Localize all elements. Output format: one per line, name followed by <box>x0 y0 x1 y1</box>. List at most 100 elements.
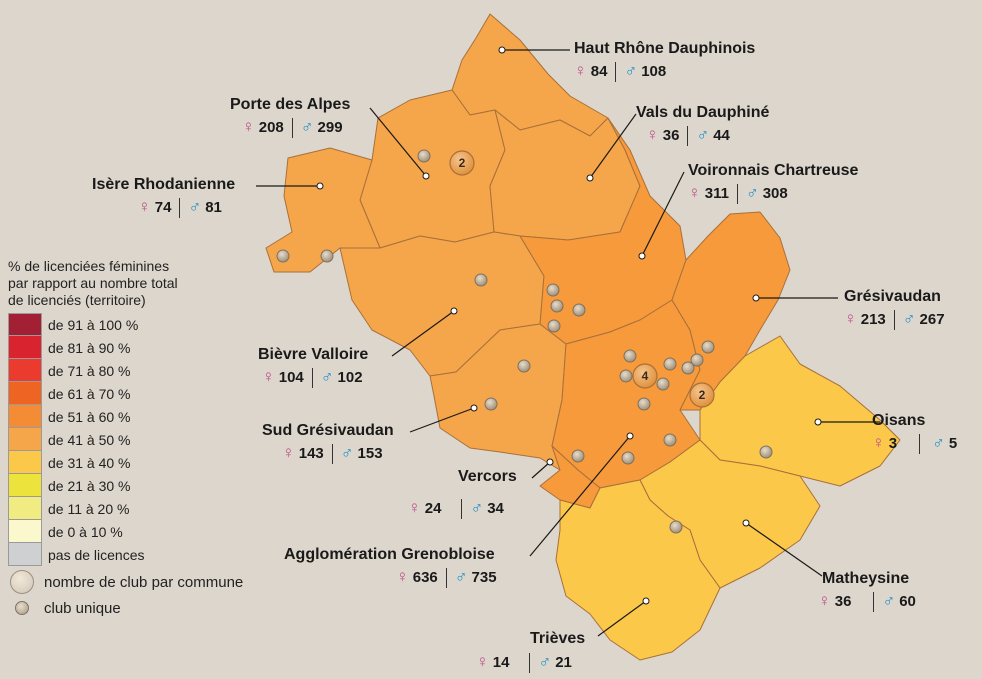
female-icon: ♀ <box>262 367 275 386</box>
female-icon: ♀ <box>476 652 489 671</box>
male-icon: ♂ <box>300 117 314 136</box>
female-icon: ♀ <box>844 309 857 328</box>
territory-stats: ♀208 ♂299 <box>242 117 350 139</box>
legend-item: pas de licences <box>8 543 308 566</box>
male-count: 735 <box>471 568 497 586</box>
legend-multi-club: nombre de club par commune <box>8 570 308 594</box>
female-count: 213 <box>860 310 886 328</box>
female-icon: ♀ <box>574 61 587 80</box>
legend-label: de 41 à 50 % <box>48 431 131 448</box>
legend-swatch <box>8 474 42 497</box>
legend-swatch <box>8 543 42 566</box>
female-icon: ♀ <box>396 567 409 586</box>
male-icon: ♂ <box>454 567 468 586</box>
territory-stats: ♀213♂267 <box>844 309 945 331</box>
legend-item: de 41 à 50 % <box>8 428 308 451</box>
territory-stats: ♀24♂34 <box>408 498 517 520</box>
territory-vals-du-dauphine: Vals du Dauphiné ♀36♂44 <box>636 104 770 147</box>
legend-swatch <box>8 359 42 382</box>
territory-name: Vals du Dauphiné <box>636 104 770 121</box>
female-icon: ♀ <box>408 498 421 517</box>
female-icon: ♀ <box>818 591 831 610</box>
legend-label: de 71 à 80 % <box>48 362 131 379</box>
legend-single-club: club unique <box>8 596 308 620</box>
male-icon: ♂ <box>932 433 945 452</box>
territory-stats: ♀36 ♂60 <box>818 591 916 613</box>
territory-trieves: Trièves ♀14♂21 <box>476 630 585 674</box>
territory-name: Bièvre Valloire <box>258 346 369 363</box>
female-count: 311 <box>704 184 729 202</box>
male-count: 81 <box>205 198 222 216</box>
legend-item: de 81 à 90 % <box>8 336 308 359</box>
legend-single-club-label: club unique <box>44 599 121 617</box>
territory-porte-des-alpes: Porte des Alpes ♀208♂299 <box>230 96 350 139</box>
territory-bievre-valloire: Bièvre Valloire ♀104♂102 <box>258 346 369 389</box>
legend-item: de 71 à 80 % <box>8 359 308 382</box>
male-count: 60 <box>899 592 916 610</box>
territory-stats: ♀36♂44 <box>646 125 769 147</box>
female-count: 143 <box>298 444 324 462</box>
territory-name: Sud Grésivaudan <box>262 422 394 439</box>
territory-agglomeration-grenobloise: Agglomération Grenobloise ♀636♂735 <box>284 546 497 589</box>
territory-stats: ♀84♂108 <box>574 61 755 83</box>
legend-swatch <box>8 405 42 428</box>
legend-label: de 0 à 10 % <box>48 523 123 540</box>
male-count: 267 <box>919 310 945 328</box>
female-count: 14 <box>492 653 510 671</box>
legend-item: de 51 à 60 % <box>8 405 308 428</box>
legend-label: pas de licences <box>48 546 145 563</box>
multi-club-count: 2 <box>699 388 706 402</box>
territory-stats: ♀14 ♂21 <box>476 652 585 674</box>
legend-swatch <box>8 382 42 405</box>
female-icon: ♀ <box>138 197 151 216</box>
male-count: 308 <box>762 184 788 202</box>
multi-club-count: 2 <box>459 156 466 170</box>
legend-item: de 0 à 10 % <box>8 520 308 543</box>
territory-name: Oisans <box>872 412 926 429</box>
female-count: 208 <box>258 118 284 136</box>
region-porte-des-alpes[interactable] <box>359 89 506 249</box>
territory-isere-rhodanienne: Isère Rhodanienne ♀74♂81 <box>92 176 235 219</box>
male-count: 153 <box>357 444 383 462</box>
female-count: 84 <box>590 62 608 80</box>
male-icon: ♂ <box>624 61 638 80</box>
male-icon: ♂ <box>696 125 710 144</box>
male-icon: ♂ <box>882 591 896 610</box>
male-count: 299 <box>317 118 343 136</box>
male-icon: ♂ <box>320 367 334 386</box>
legend-item: de 61 à 70 % <box>8 382 308 405</box>
legend-swatch <box>8 428 42 451</box>
territory-stats: ♀104♂102 <box>262 367 368 389</box>
female-icon: ♀ <box>242 117 255 136</box>
territory-oisans: Oisans ♀3♂5 <box>872 412 957 455</box>
territory-name: Grésivaudan <box>844 288 941 305</box>
legend-label: de 61 à 70 % <box>48 385 131 402</box>
territory-stats: ♀311 ♂308 <box>688 183 858 205</box>
region-vals-du-dauphine[interactable] <box>489 109 641 241</box>
female-icon: ♀ <box>688 183 701 202</box>
male-icon: ♂ <box>745 183 759 202</box>
male-icon: ♂ <box>470 498 484 517</box>
territory-voironnais-chartreuse: Voironnais Chartreuse ♀311♂308 <box>688 162 858 205</box>
single-club-icon <box>15 601 29 615</box>
territory-stats: ♀3♂5 <box>872 433 957 455</box>
territory-name: Matheysine <box>822 570 910 587</box>
legend-item: de 21 à 30 % <box>8 474 308 497</box>
female-count: 36 <box>834 592 852 610</box>
legend-label: de 91 à 100 % <box>48 316 139 333</box>
territory-sud-gresivaudan: Sud Grésivaudan ♀143♂153 <box>262 422 394 465</box>
territory-stats: ♀74♂81 <box>138 197 235 219</box>
legend-label: de 11 à 20 % <box>48 500 130 517</box>
territory-matheysine: Matheysine ♀36 ♂60 <box>818 570 916 613</box>
territory-stats: ♀636♂735 <box>396 567 497 589</box>
multi-clubs <box>449 150 715 408</box>
territory-name: Vercors <box>458 468 517 485</box>
male-count: 21 <box>555 653 572 671</box>
female-count: 3 <box>888 434 898 452</box>
male-icon: ♂ <box>538 652 552 671</box>
legend-label: de 21 à 30 % <box>48 477 131 494</box>
legend-swatch <box>8 313 42 336</box>
female-icon: ♀ <box>646 125 659 144</box>
leader-lines <box>256 49 880 637</box>
